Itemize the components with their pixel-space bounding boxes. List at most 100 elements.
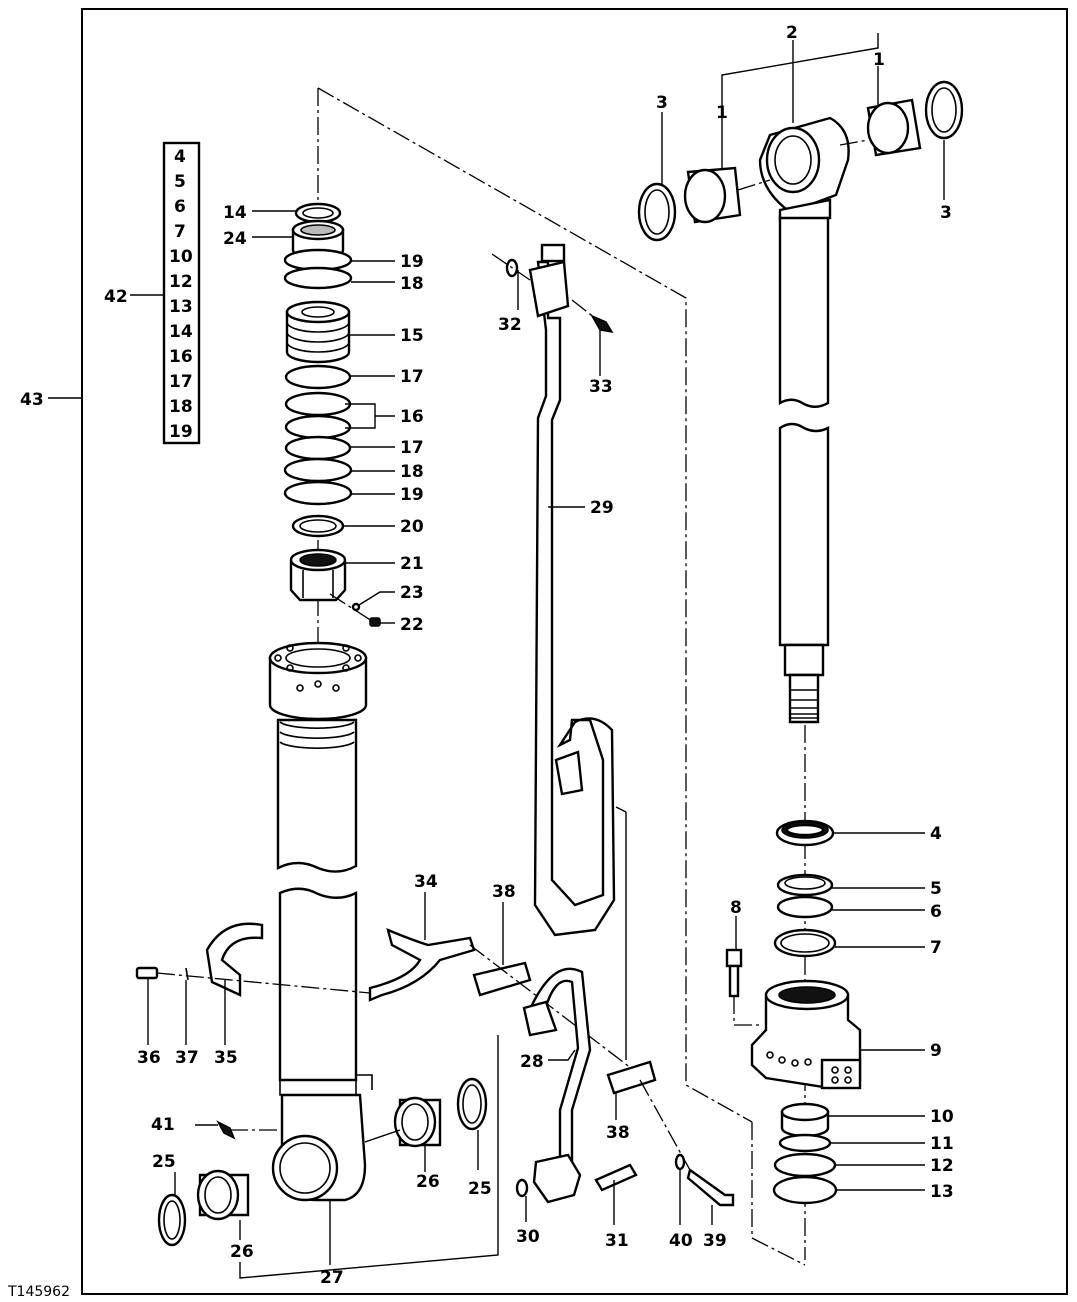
diagram-frame bbox=[81, 8, 1068, 1295]
tube-28 bbox=[522, 967, 592, 1204]
callout-13: 13 bbox=[930, 1182, 954, 1202]
bushing-26-right bbox=[393, 1096, 442, 1148]
tube-29 bbox=[528, 243, 616, 937]
callout-38: 38 bbox=[606, 1123, 630, 1143]
bushing-1-right bbox=[866, 98, 922, 157]
washer-37 bbox=[185, 967, 189, 981]
callout-25: 25 bbox=[468, 1179, 492, 1199]
rings-5-6-7 bbox=[773, 873, 837, 958]
callout-22: 22 bbox=[400, 615, 424, 635]
callout-3: 3 bbox=[940, 203, 952, 223]
callout-9: 9 bbox=[930, 1041, 942, 1061]
callout-8: 8 bbox=[730, 898, 742, 918]
clamp-38-lower bbox=[606, 1060, 657, 1095]
piston-9 bbox=[750, 979, 862, 1090]
callout-15: 15 bbox=[400, 326, 424, 346]
callout-39: 39 bbox=[703, 1231, 727, 1251]
callout-32: 32 bbox=[498, 315, 522, 335]
callout-18: 18 bbox=[400, 462, 424, 482]
seal-rings-16-17 bbox=[283, 364, 353, 506]
callout-24: 24 bbox=[223, 229, 247, 249]
kit-item: 10 bbox=[169, 247, 193, 267]
callout-29: 29 bbox=[590, 498, 614, 518]
callout-21: 21 bbox=[400, 554, 424, 574]
seal-kit-list: 4 5 6 7 10 12 13 14 16 17 18 19 bbox=[162, 141, 201, 445]
kit-item: 19 bbox=[169, 422, 193, 442]
callout-6: 6 bbox=[930, 902, 942, 922]
callout-1: 1 bbox=[716, 103, 728, 123]
callout-17: 17 bbox=[400, 438, 424, 458]
kit-item: 7 bbox=[174, 222, 186, 242]
cylinder-barrel-lower bbox=[278, 887, 373, 1096]
figure-id: T145962 bbox=[7, 1284, 70, 1300]
kit-item: 12 bbox=[169, 272, 193, 292]
callout-36: 36 bbox=[137, 1048, 161, 1068]
kit-item: 4 bbox=[174, 147, 186, 167]
callout-26: 26 bbox=[416, 1172, 440, 1192]
clamp-35 bbox=[205, 922, 264, 997]
seal-25-right bbox=[456, 1077, 488, 1131]
callout-27: 27 bbox=[320, 1268, 344, 1288]
rings-10-13 bbox=[772, 1102, 838, 1205]
callout-7: 7 bbox=[930, 938, 942, 958]
callout-20: 20 bbox=[400, 517, 424, 537]
callout-12: 12 bbox=[930, 1156, 954, 1176]
kit-item: 14 bbox=[169, 322, 193, 342]
bushing-1-left bbox=[683, 166, 742, 224]
barrel-end-27 bbox=[271, 1093, 367, 1202]
kit-item: 16 bbox=[169, 347, 193, 367]
kit-item: 13 bbox=[169, 297, 193, 317]
callout-35: 35 bbox=[214, 1048, 238, 1068]
callout-2: 2 bbox=[786, 23, 798, 43]
callout-3: 3 bbox=[656, 93, 668, 113]
callout-19: 19 bbox=[400, 485, 424, 505]
cylinder-head-flange bbox=[268, 641, 368, 721]
callout-42: 42 bbox=[104, 287, 128, 307]
callout-23: 23 bbox=[400, 583, 424, 603]
callout-34: 34 bbox=[414, 872, 438, 892]
callout-16: 16 bbox=[400, 407, 424, 427]
kit-item: 18 bbox=[169, 397, 193, 417]
cylinder-barrel-upper bbox=[276, 718, 358, 873]
bolt-31 bbox=[594, 1163, 638, 1192]
callout-28: 28 bbox=[520, 1052, 544, 1072]
callout-38: 38 bbox=[492, 882, 516, 902]
bolt-36 bbox=[135, 966, 159, 980]
piston-rod-upper bbox=[778, 216, 830, 408]
rod-eye-2 bbox=[758, 116, 850, 222]
callout-17: 17 bbox=[400, 367, 424, 387]
callout-10: 10 bbox=[930, 1107, 954, 1127]
nut-21 bbox=[289, 548, 347, 602]
callout-18: 18 bbox=[400, 274, 424, 294]
clamp-38-upper bbox=[472, 961, 532, 997]
seal-3-right bbox=[924, 80, 964, 140]
assembly-centerline bbox=[317, 87, 753, 1123]
washer-20 bbox=[291, 514, 345, 538]
callout-1: 1 bbox=[873, 50, 885, 70]
bolt-39 bbox=[686, 1167, 735, 1207]
seal-25-left bbox=[157, 1193, 187, 1247]
o-ring-30 bbox=[515, 1178, 529, 1198]
packing-15 bbox=[285, 300, 351, 364]
callout-4: 4 bbox=[930, 824, 942, 844]
ring-19-18-top bbox=[283, 248, 353, 290]
callout-5: 5 bbox=[930, 879, 942, 899]
piston-rod-lower bbox=[778, 422, 830, 724]
grease-fitting-41 bbox=[216, 1120, 236, 1140]
kit-item: 17 bbox=[169, 372, 193, 392]
set-screw-22 bbox=[369, 617, 381, 627]
callout-43: 43 bbox=[20, 390, 44, 410]
kit-item: 6 bbox=[174, 197, 186, 217]
callout-40: 40 bbox=[669, 1231, 693, 1251]
callout-37: 37 bbox=[175, 1048, 199, 1068]
callout-30: 30 bbox=[516, 1227, 540, 1247]
ring-14 bbox=[294, 202, 342, 224]
assembly-centerline bbox=[751, 1122, 806, 1266]
callout-25: 25 bbox=[152, 1152, 176, 1172]
seal-3-left bbox=[637, 182, 677, 242]
callout-26: 26 bbox=[230, 1242, 254, 1262]
callout-31: 31 bbox=[605, 1231, 629, 1251]
seal-4 bbox=[775, 819, 835, 847]
kit-item: 5 bbox=[174, 172, 186, 192]
